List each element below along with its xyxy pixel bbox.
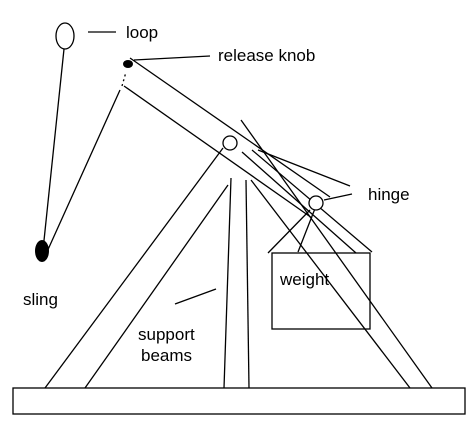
support-frame-right [240, 119, 433, 389]
sling-ropes [42, 48, 127, 255]
release-knob-dot [123, 60, 133, 68]
base-board [12, 387, 466, 415]
hinge-circle-lower [308, 195, 324, 211]
release-knob-leader [133, 55, 211, 61]
support-posts-center [223, 177, 250, 389]
sling-pouch [35, 240, 49, 262]
weight-hanger [241, 149, 373, 254]
loop-circle [55, 22, 75, 50]
label-support: support [138, 325, 195, 344]
support-frame-left [44, 147, 229, 389]
label-loop: loop [126, 23, 158, 42]
throwing-arm [123, 57, 331, 219]
label-sling: sling [23, 290, 58, 309]
label-release-knob: release knob [218, 46, 315, 65]
label-beams: beams [141, 346, 192, 365]
label-hinge: hinge [368, 185, 410, 204]
support-beams-leader [174, 288, 217, 305]
hinge-leaders [257, 149, 353, 201]
weight-box [271, 252, 371, 330]
hinge-circle-upper [222, 135, 238, 151]
label-weight: weight [279, 270, 329, 289]
